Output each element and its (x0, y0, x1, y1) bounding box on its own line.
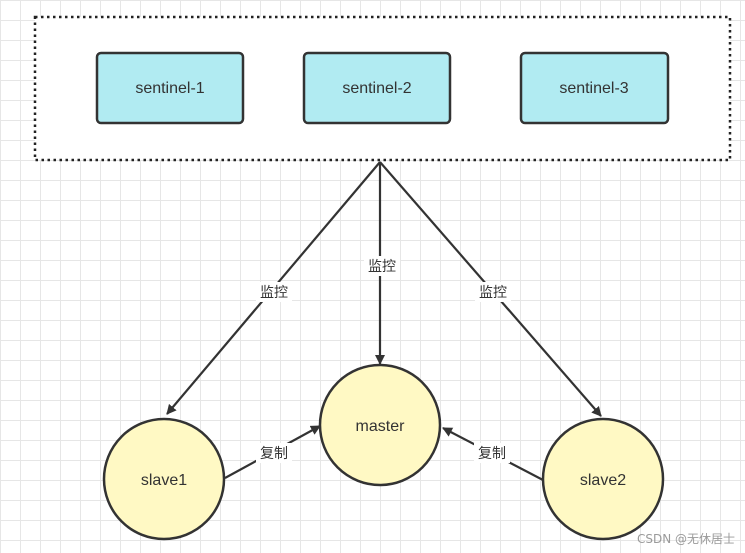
watermark: CSDN @无休居士 (636, 532, 735, 546)
sentinel-1-node[interactable]: sentinel-1 (95, 51, 245, 125)
slave2-label: slave2 (580, 472, 626, 489)
sentinel-2-label: sentinel-2 (342, 80, 411, 97)
master-node[interactable]: master (318, 363, 442, 487)
slave1-label: slave1 (141, 472, 187, 489)
svg-text:复制: 复制 (260, 445, 288, 462)
sentinel-3-label: sentinel-3 (559, 80, 628, 97)
svg-text:监控: 监控 (479, 285, 507, 301)
svg-text:监控: 监控 (260, 285, 288, 301)
svg-text:监控: 监控 (368, 259, 396, 275)
sentinel-1-label: sentinel-1 (135, 80, 204, 97)
sentinel-3-node[interactable]: sentinel-3 (519, 51, 670, 125)
svg-text:复制: 复制 (478, 445, 506, 462)
replicate-label-left: 复制 (256, 443, 292, 463)
replicate-label-right: 复制 (474, 443, 510, 463)
sentinel-2-node[interactable]: sentinel-2 (302, 51, 452, 125)
monitor-label-center: 监控 (364, 256, 400, 276)
master-label: master (356, 418, 406, 435)
monitor-label-left: 监控 (256, 282, 292, 302)
slave1-node[interactable]: slave1 (102, 417, 226, 541)
slave2-node[interactable]: slave2 (541, 417, 665, 541)
monitor-label-right: 监控 (475, 282, 511, 302)
